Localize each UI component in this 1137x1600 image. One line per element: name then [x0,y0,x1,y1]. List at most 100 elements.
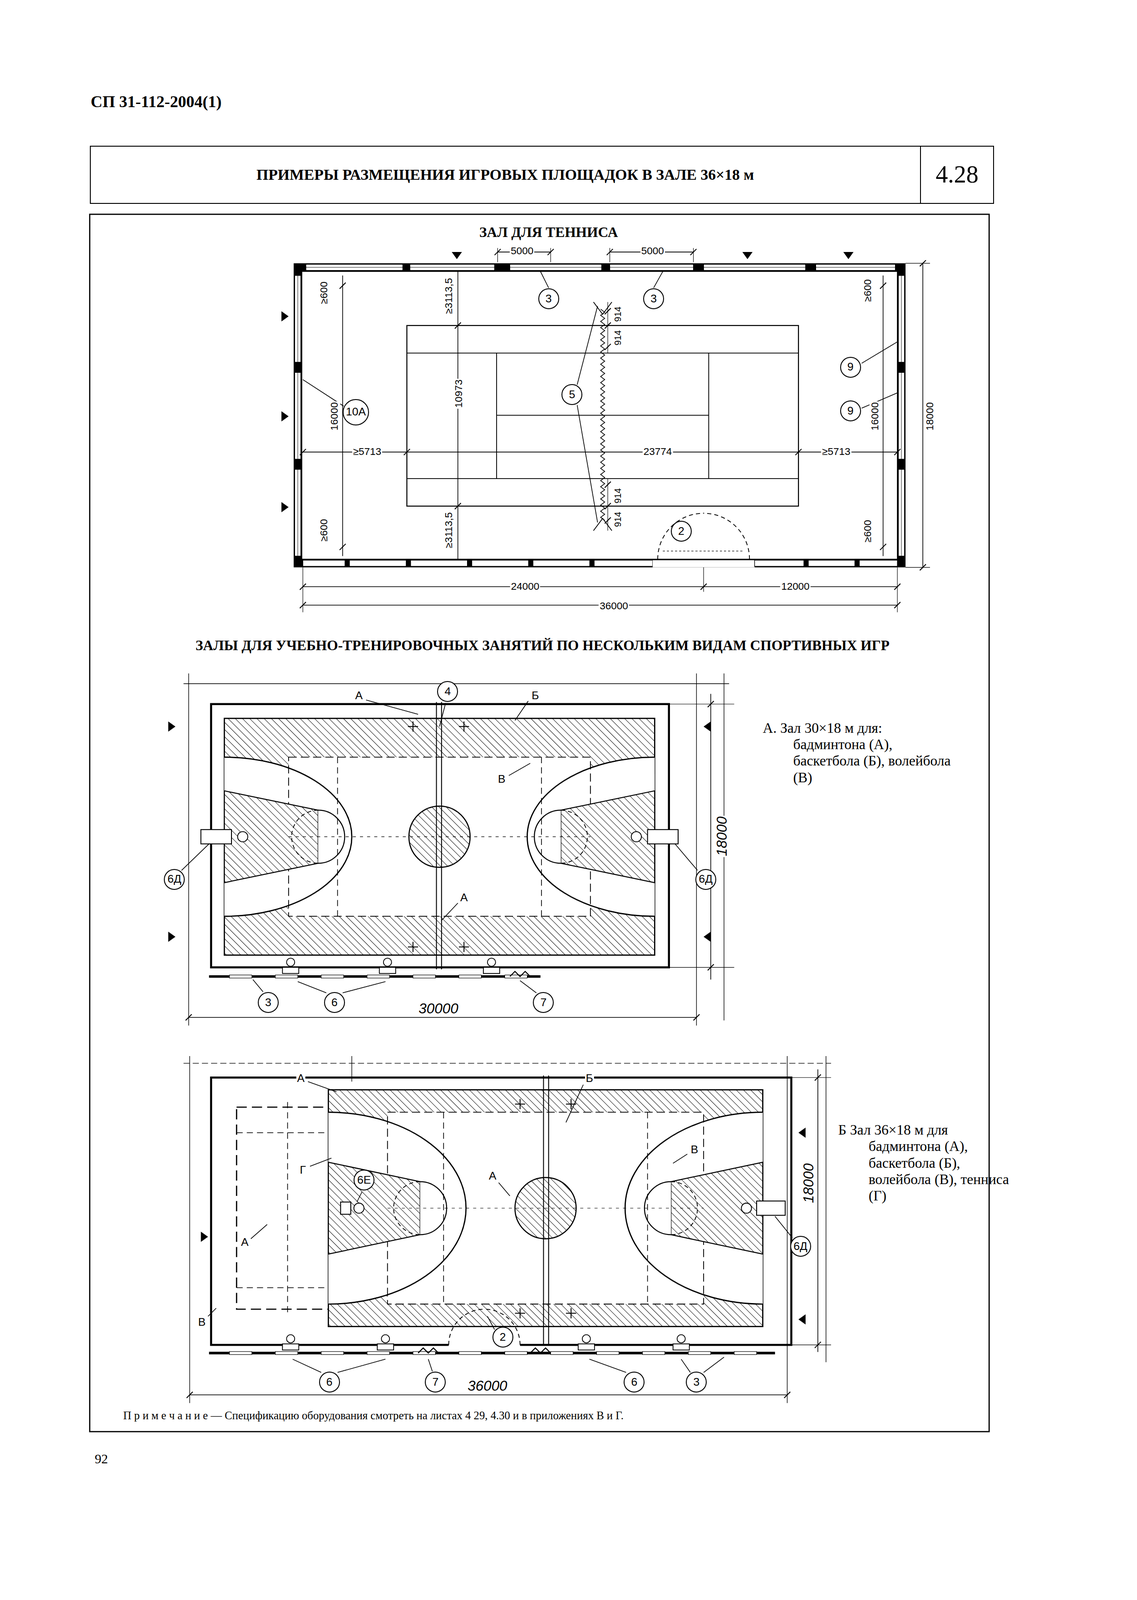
window [609,266,694,268]
net-post [412,941,414,952]
dimension-text: 10973 [453,378,465,409]
basket-support [756,1200,786,1215]
callout-text: 6Е [357,1174,371,1186]
callout-text: 6Д [167,873,182,885]
drawing-line [497,247,498,262]
callout-text: 3 [545,293,552,305]
basket-support [201,829,232,844]
section-arrow [451,251,462,260]
window [815,266,896,268]
dimension-tick [707,964,714,970]
stored-basket [578,1343,595,1350]
basket-ring [354,1202,365,1213]
basket-support [647,829,679,844]
zone-letter: А [240,1235,250,1249]
wall [302,560,653,567]
dimension-text: 18000 [924,400,936,431]
callout-text: 6 [631,1376,638,1388]
drawing-line [791,1077,832,1078]
plan-description: Б Зал 36×18 м для бадминтона (А), баскет… [838,1121,1020,1204]
equipment-wall [209,974,541,978]
zone-letter: Г [299,1163,307,1176]
zone-letter: Б [530,689,540,702]
leader-line [439,702,446,727]
leader-line [292,1358,322,1373]
stored-net [509,971,531,977]
dimension-tick [880,543,886,550]
equipment-wall [642,1351,665,1355]
stored-basket [483,967,500,974]
drawing-line [609,247,611,262]
dimension-tick [604,481,611,488]
dimension-text: 914 [612,510,623,528]
net-line [542,1075,544,1345]
dimension-text: ≥5713 [821,446,852,458]
dimension-tick [707,700,714,707]
window [294,372,301,459]
leader-line [774,1215,793,1238]
dimension-tick [604,516,611,523]
drawing-line [787,1055,788,1403]
window [409,266,495,268]
net-post [570,1307,572,1318]
plan-description: А. Зал 30×18 м для: бадминтона (А), баск… [762,719,958,786]
dimension-text: 5000 [640,245,665,257]
stored-basket [487,957,496,966]
window [509,264,602,271]
window [305,264,403,271]
callout-text: 7 [540,996,547,1009]
stored-basket [286,957,295,966]
callout-text: 4 [444,685,451,698]
equipment-wall [734,1351,757,1355]
stored-net [418,1347,439,1353]
dimension-text: 24000 [510,580,541,592]
callout-text: 9 [847,361,854,373]
callout-number: 3 [685,1371,707,1393]
column [405,560,411,567]
column [467,560,473,567]
sheet-frame [89,214,990,1432]
equipment-wall [550,1351,573,1355]
basket-ring [631,831,642,842]
equipment-wall [229,974,252,978]
leader-line [428,1358,433,1372]
dimension-text: ≥3113,5 [442,511,455,550]
callout-text: 2 [678,525,685,537]
window [297,372,299,459]
dimension-tick [454,322,461,329]
dimension-tick [604,322,611,329]
note: П р и м е ч а н и е — Спецификацию обору… [122,1409,625,1422]
callout-number: 3 [643,288,665,310]
stored-basket [379,967,396,974]
section-arrow [281,310,289,321]
section-arrow [798,1127,806,1137]
window [901,469,902,557]
door-opening [652,560,755,568]
drawing-line [669,966,735,968]
window [409,264,495,271]
window [297,469,299,557]
leader-line [307,1081,337,1092]
door-swing [703,512,750,559]
dimension-text: ≥600 [318,517,330,543]
dimension-tick [339,282,346,289]
column [528,560,534,567]
dimension-text: 36000 [466,1378,508,1394]
drawing-line [791,1344,832,1345]
window [297,275,299,363]
equipment-wall [321,974,344,978]
zone-letter: А [354,689,364,702]
leader-line [337,1358,386,1373]
drawing-line [351,1055,352,1082]
leader-line [207,1307,217,1316]
drawing-line [607,301,608,353]
net-post [412,721,414,732]
equipment-wall [688,1351,711,1355]
callout-number: 10А [342,398,370,426]
basketball-court [224,718,655,955]
dimension-text: 914 [612,329,623,347]
section-arrow [742,251,753,260]
window [901,372,902,459]
leader-line [674,843,698,871]
